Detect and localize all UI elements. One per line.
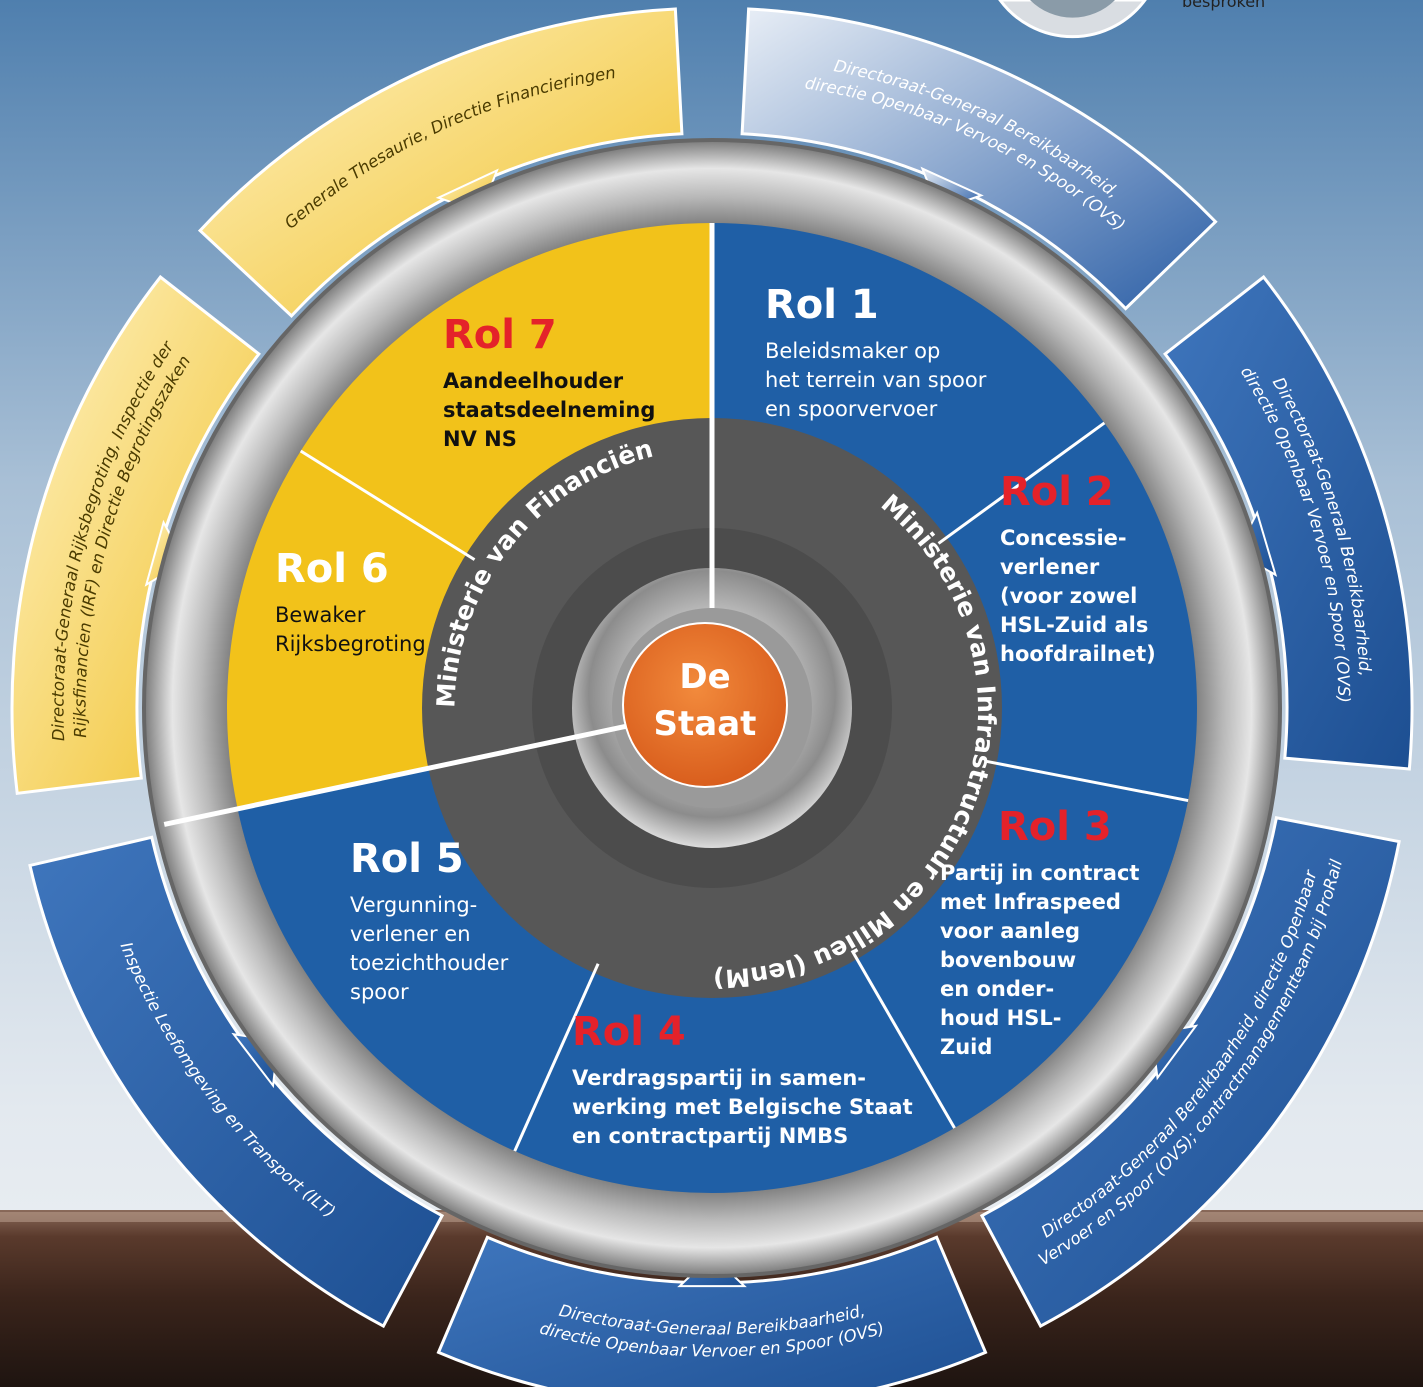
sector-ienm-right	[712, 223, 1197, 1193]
divider-line	[299, 449, 476, 561]
role-desc-line: met Infraspeed	[940, 890, 1121, 914]
role-title: Rol 7	[443, 312, 557, 358]
role-desc-line: het terrein van spoor	[765, 368, 987, 392]
role-title: Rol 6	[275, 546, 389, 592]
role-desc-line: Bewaker	[275, 603, 366, 627]
band-ovs-right: Directoraat-Generaal Bereikbaarheid,dire…	[1163, 274, 1414, 771]
role-desc-line: verlener en	[350, 922, 471, 946]
role-desc-line: Concessie-	[1000, 526, 1127, 550]
role-desc-line: en onder-	[940, 977, 1054, 1001]
dividers	[163, 223, 1189, 1152]
role-labels: Rol 1 Beleidsmaker op het terrein van spoo…	[275, 282, 1156, 1148]
band-ilt-shape	[28, 835, 445, 1329]
role-desc-line: Vergunning-	[350, 893, 477, 917]
role-desc-line: verlener	[1000, 555, 1100, 579]
role-desc-line: spoor	[350, 980, 409, 1004]
role-desc-line: (voor zowel	[1000, 584, 1137, 608]
role-desc-line: Zuid	[940, 1035, 992, 1059]
role-desc-line: voor aanleg	[940, 919, 1080, 943]
role-2: Rol 2 Concessie-verlener (voor zowelHSL-Zu…	[1000, 469, 1156, 666]
role-desc-line: bovenbouw	[940, 948, 1076, 972]
role-desc-line: houd HSL-	[940, 1006, 1061, 1030]
role-desc-line: Partij in contract	[940, 861, 1139, 885]
band-rijksbegroting-shape	[10, 274, 261, 795]
role-desc-line: Verdragspartij in samen-	[572, 1066, 866, 1090]
center-circle	[622, 622, 788, 788]
sector-ienm-left	[237, 766, 712, 1193]
divider-line	[986, 759, 1189, 803]
outer-bands: Generale Thesaurie, Directie Financierin…	[10, 7, 1414, 1387]
role-desc-line: en spoorvervoer	[765, 397, 938, 421]
role-1: Rol 1 Beleidsmaker op het terrein van spoo…	[765, 282, 987, 421]
divider-line	[163, 723, 630, 827]
band-ovs-right-shape	[1163, 274, 1414, 771]
role-desc-line: werking met Belgische Staat	[572, 1095, 913, 1119]
band-ovs-bottom: Directoraat-Generaal Bereikbaarheid,dire…	[436, 1235, 988, 1387]
center-line-1: De	[679, 657, 730, 697]
role-title: Rol 4	[572, 1009, 686, 1055]
role-title: Rol 5	[350, 836, 464, 882]
role-desc-line: staatsdeelneming	[443, 398, 655, 422]
corner-note: besproken	[1182, 0, 1265, 11]
role-7: Rol 7 Aandeelhouder staatsdeelneming NV NS	[443, 312, 655, 451]
wheel-tyre-edge	[142, 138, 1282, 1278]
band-gt-shape	[197, 7, 684, 318]
band-prorail-shape	[979, 815, 1401, 1329]
role-sectors	[227, 223, 1197, 1193]
corner-fragment	[998, 0, 1147, 39]
role-desc-line: Rijksbegroting	[275, 632, 426, 656]
role-title: Rol 3	[998, 804, 1112, 850]
role-desc-line: Aandeelhouder	[443, 369, 624, 393]
role-5: Rol 5 Vergunning-verlener en toezichthoude…	[350, 836, 509, 1004]
role-desc-line: toezichthouder	[350, 951, 509, 975]
divider-line	[850, 949, 956, 1129]
role-desc-line: hoofdrailnet)	[1000, 642, 1156, 666]
role-desc-line: en contractpartij NMBS	[572, 1124, 848, 1148]
role-desc-line: NV NS	[443, 427, 517, 451]
band-ovs-bottom-shape	[436, 1235, 988, 1387]
role-4: Rol 4 Verdragspartij in samen-werking met…	[572, 1009, 913, 1148]
role-title: Rol 1	[765, 282, 879, 328]
divider-line	[937, 421, 1106, 545]
role-desc-line: Beleidsmaker op	[765, 339, 940, 363]
center-line-2: Staat	[654, 704, 757, 744]
band-ovs-top-shape	[740, 7, 1218, 311]
role-title: Rol 2	[1000, 469, 1114, 515]
divider-line	[513, 963, 600, 1152]
role-desc-line: HSL-Zuid als	[1000, 613, 1148, 637]
role-3: Rol 3 Partij in contract met Infraspeed voo…	[940, 804, 1139, 1059]
sector-finance	[227, 223, 713, 809]
